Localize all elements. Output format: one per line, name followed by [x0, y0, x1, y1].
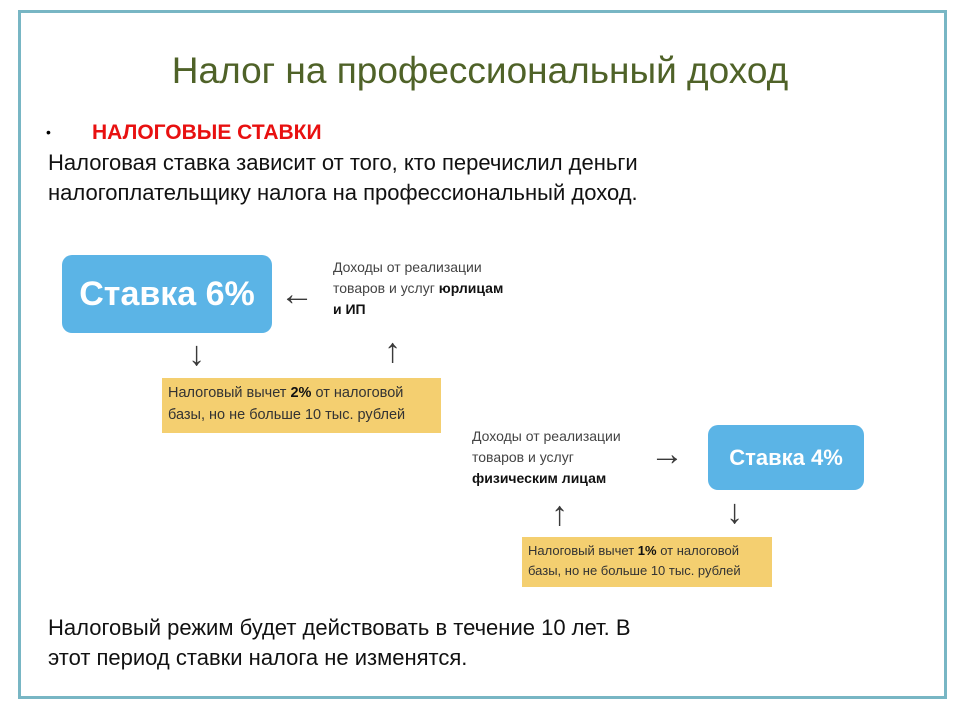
deduction-1-box: Налоговый вычет 1% от налоговой базы, но… [522, 537, 772, 587]
arrow-down-icon: ↓ [726, 493, 743, 531]
rate-4-box: Ставка 4% [708, 425, 864, 490]
intro-line: налогоплательщику налога на профессионал… [48, 180, 638, 205]
deduction-text: от налоговой [656, 543, 740, 558]
deduction-text: Налоговый вычет [528, 543, 638, 558]
slide-title: Налог на профессиональный доход [171, 50, 789, 91]
source-bold: юрлицам [438, 280, 504, 296]
source-line: товаров и услуг [472, 449, 574, 465]
bullet: • [46, 124, 51, 140]
footer-text: Налоговый режим будет действовать в тече… [48, 613, 631, 673]
source-bold: и ИП [333, 301, 366, 317]
intro-text: Налоговая ставка зависит от того, кто пе… [48, 148, 908, 208]
deduction-2-box: Налоговый вычет 2% от налоговой базы, но… [162, 378, 441, 433]
deduction-text: Налоговый вычет [168, 385, 291, 401]
source-line: товаров и услуг юрлицам [333, 278, 503, 299]
rate-6-box: Ставка 6% [62, 255, 272, 333]
deduction-text: базы, но не больше 10 тыс. рублей [168, 407, 406, 423]
income-individuals: Доходы от реализации товаров и услуг физ… [472, 426, 621, 489]
intro-line: Налоговая ставка зависит от того, кто пе… [48, 150, 638, 175]
deduction-text: от налоговой [311, 385, 404, 401]
source-line: Доходы от реализации [472, 428, 621, 444]
arrow-left-icon: ← [280, 275, 314, 313]
source-text: товаров и услуг [333, 280, 439, 296]
arrow-right-icon: → [650, 435, 684, 473]
footer-line: Налоговый режим будет действовать в тече… [48, 615, 631, 640]
income-legal-entities: Доходы от реализации товаров и услуг юрл… [333, 257, 503, 320]
source-line: Доходы от реализации [333, 259, 482, 275]
deduction-percent: 2% [290, 385, 312, 401]
deduction-text: базы, но не больше 10 тыс. рублей [528, 563, 741, 578]
footer-line: этот период ставки налога не изменятся. [48, 645, 468, 670]
slide-frame [18, 10, 947, 699]
source-bold: физическим лицам [472, 470, 607, 486]
arrow-down-icon: ↓ [188, 335, 205, 373]
section-heading: НАЛОГОВЫЕ СТАВКИ [92, 121, 322, 144]
arrow-up-icon: ↑ [551, 495, 568, 533]
arrow-up-icon: ↑ [384, 332, 401, 370]
deduction-percent: 1% [637, 543, 657, 558]
